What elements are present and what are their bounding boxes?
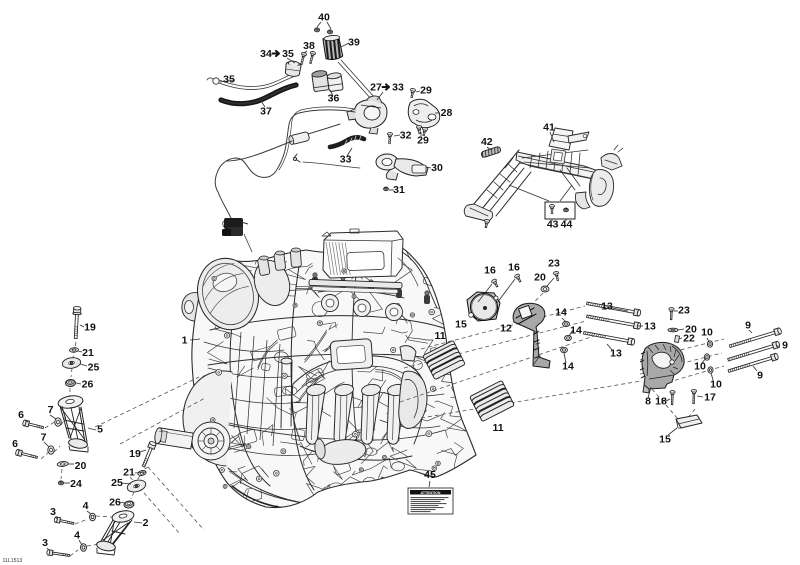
- svg-text:38: 38: [303, 40, 315, 52]
- svg-text:15: 15: [659, 434, 671, 446]
- svg-text:3: 3: [50, 506, 56, 518]
- svg-text:27: 27: [370, 82, 382, 94]
- svg-text:35: 35: [282, 48, 294, 60]
- svg-text:3: 3: [42, 537, 48, 549]
- svg-text:9: 9: [757, 370, 763, 382]
- svg-text:19: 19: [84, 322, 96, 334]
- svg-text:8: 8: [645, 396, 651, 408]
- svg-text:37: 37: [260, 105, 272, 117]
- svg-text:29: 29: [417, 134, 429, 146]
- svg-text:29: 29: [420, 84, 432, 96]
- svg-text:36: 36: [328, 93, 340, 105]
- svg-text:2: 2: [143, 517, 149, 529]
- svg-text:15: 15: [455, 318, 467, 330]
- svg-text:13: 13: [601, 301, 613, 313]
- svg-text:4: 4: [83, 500, 89, 512]
- svg-text:20: 20: [534, 272, 546, 284]
- svg-text:13: 13: [644, 321, 656, 333]
- svg-text:32: 32: [400, 129, 412, 141]
- svg-text:35: 35: [223, 74, 235, 86]
- svg-text:42: 42: [481, 136, 493, 148]
- svg-text:26: 26: [82, 379, 94, 391]
- svg-text:16: 16: [508, 261, 520, 273]
- svg-text:30: 30: [431, 162, 443, 174]
- svg-text:14: 14: [555, 307, 567, 319]
- svg-text:13: 13: [610, 348, 622, 360]
- svg-text:41: 41: [543, 121, 555, 133]
- svg-text:6: 6: [12, 438, 18, 450]
- svg-text:43: 43: [547, 219, 559, 231]
- svg-text:28: 28: [441, 107, 453, 119]
- svg-text:16: 16: [484, 264, 496, 276]
- svg-text:23: 23: [548, 258, 560, 270]
- svg-text:23: 23: [678, 305, 690, 317]
- svg-text:25: 25: [111, 477, 123, 489]
- svg-text:7: 7: [41, 432, 47, 444]
- svg-text:11L1513: 11L1513: [3, 558, 23, 564]
- svg-text:31: 31: [393, 184, 405, 196]
- svg-text:14: 14: [570, 325, 582, 337]
- svg-text:17: 17: [704, 392, 716, 404]
- svg-text:34: 34: [260, 48, 272, 60]
- svg-text:21: 21: [82, 347, 94, 359]
- svg-text:26: 26: [109, 497, 121, 509]
- svg-text:9: 9: [745, 320, 751, 332]
- svg-text:20: 20: [685, 324, 697, 336]
- svg-text:6: 6: [18, 409, 24, 421]
- svg-text:14: 14: [562, 361, 574, 373]
- svg-text:10: 10: [701, 327, 713, 339]
- svg-text:40: 40: [318, 12, 330, 24]
- svg-text:45: 45: [424, 469, 436, 481]
- svg-text:21: 21: [123, 467, 135, 479]
- svg-text:19: 19: [129, 448, 141, 460]
- svg-text:24: 24: [70, 478, 82, 490]
- svg-text:44: 44: [561, 219, 573, 231]
- svg-text:10: 10: [710, 379, 722, 391]
- svg-text:9: 9: [782, 340, 788, 352]
- svg-text:18: 18: [655, 396, 667, 408]
- svg-text:11: 11: [492, 422, 503, 434]
- svg-text:7: 7: [48, 404, 54, 416]
- svg-text:11: 11: [434, 330, 445, 342]
- svg-text:ATTENTION: ATTENTION: [421, 491, 441, 495]
- svg-text:25: 25: [88, 362, 100, 374]
- svg-text:12: 12: [500, 323, 512, 335]
- svg-text:33: 33: [340, 153, 352, 165]
- svg-text:1: 1: [182, 335, 188, 347]
- svg-text:5: 5: [97, 424, 103, 436]
- svg-text:10: 10: [694, 361, 706, 373]
- svg-text:33: 33: [392, 82, 404, 94]
- svg-text:20: 20: [75, 460, 87, 472]
- svg-text:22: 22: [683, 333, 695, 345]
- svg-text:39: 39: [348, 36, 360, 48]
- svg-text:4: 4: [74, 530, 80, 542]
